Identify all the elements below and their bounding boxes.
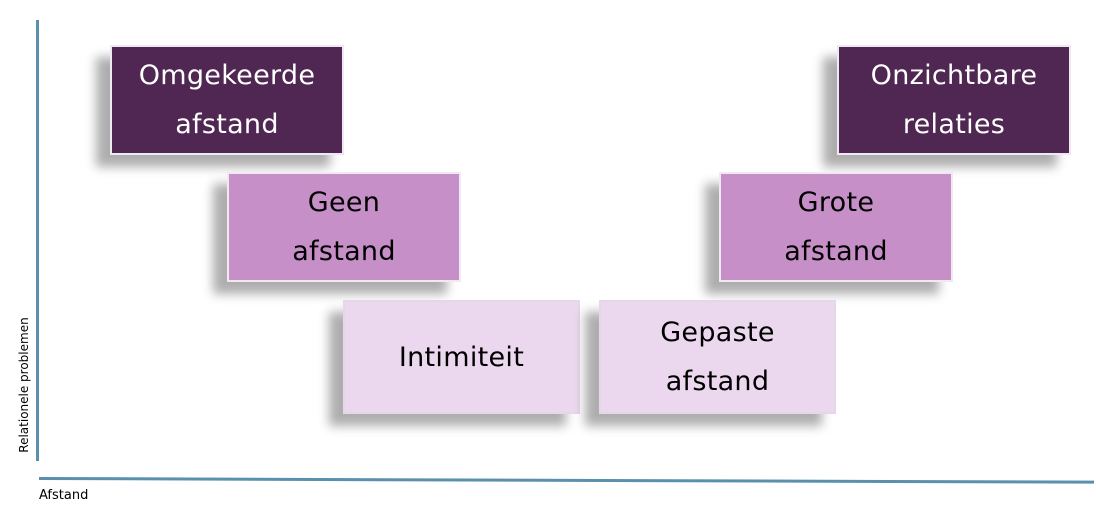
box-onzichtbare-relaties: Onzichtbare relaties (837, 45, 1071, 155)
box-grote-afstand: Grote afstand (719, 172, 953, 282)
box-gepaste-afstand: Gepaste afstand (599, 300, 836, 414)
y-axis-line (36, 20, 39, 461)
box-omgekeerde-afstand: Omgekeerde afstand (110, 45, 344, 155)
y-axis-label: Relationele problemen (17, 317, 31, 453)
box-grote-afstand-label: Grote afstand (784, 187, 888, 267)
box-omgekeerde-afstand-label: Omgekeerde afstand (138, 60, 316, 140)
box-intimiteit-label: Intimiteit (398, 341, 525, 373)
box-geen-afstand-label: Geen afstand (292, 187, 396, 267)
box-gepaste-afstand-label: Gepaste afstand (660, 317, 775, 397)
box-geen-afstand: Geen afstand (227, 172, 461, 282)
box-onzichtbare-relaties-label: Onzichtbare relaties (870, 60, 1038, 140)
box-intimiteit: Intimiteit (343, 300, 580, 414)
x-axis-line (38, 477, 1094, 484)
x-axis-label: Afstand (39, 488, 89, 503)
